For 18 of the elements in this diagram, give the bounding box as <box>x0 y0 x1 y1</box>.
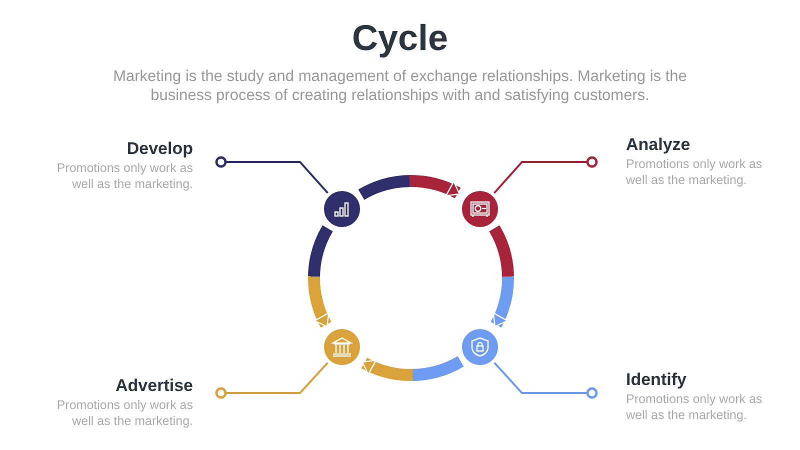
subtitle: Marketing is the study and management of exchange relationships. Marketing is the business process of creating relationships with and satisfying customers. <box>112 67 688 105</box>
cycle-arrow <box>362 356 464 381</box>
step-description: Promotions only work as well as the marketing. <box>626 156 764 188</box>
step-description: Promotions only work as well as the marketing. <box>56 397 193 429</box>
cycle-arrow <box>358 175 460 200</box>
step-heading: Analyze <box>626 134 690 156</box>
title: Cycle <box>352 16 448 60</box>
step-heading: Advertise <box>116 375 193 397</box>
step-description: Promotions only work as well as the marketing. <box>56 160 193 192</box>
step-description: Promotions only work as well as the marketing. <box>626 391 764 423</box>
step-heading: Develop <box>126 138 193 160</box>
leader-line <box>215 362 328 399</box>
leader-line <box>494 156 598 194</box>
step-heading: Identify <box>626 369 686 391</box>
leader-line <box>494 362 598 399</box>
cycle-arrow <box>308 226 334 328</box>
cycle-arrow <box>488 226 514 328</box>
leader-line <box>215 156 328 194</box>
